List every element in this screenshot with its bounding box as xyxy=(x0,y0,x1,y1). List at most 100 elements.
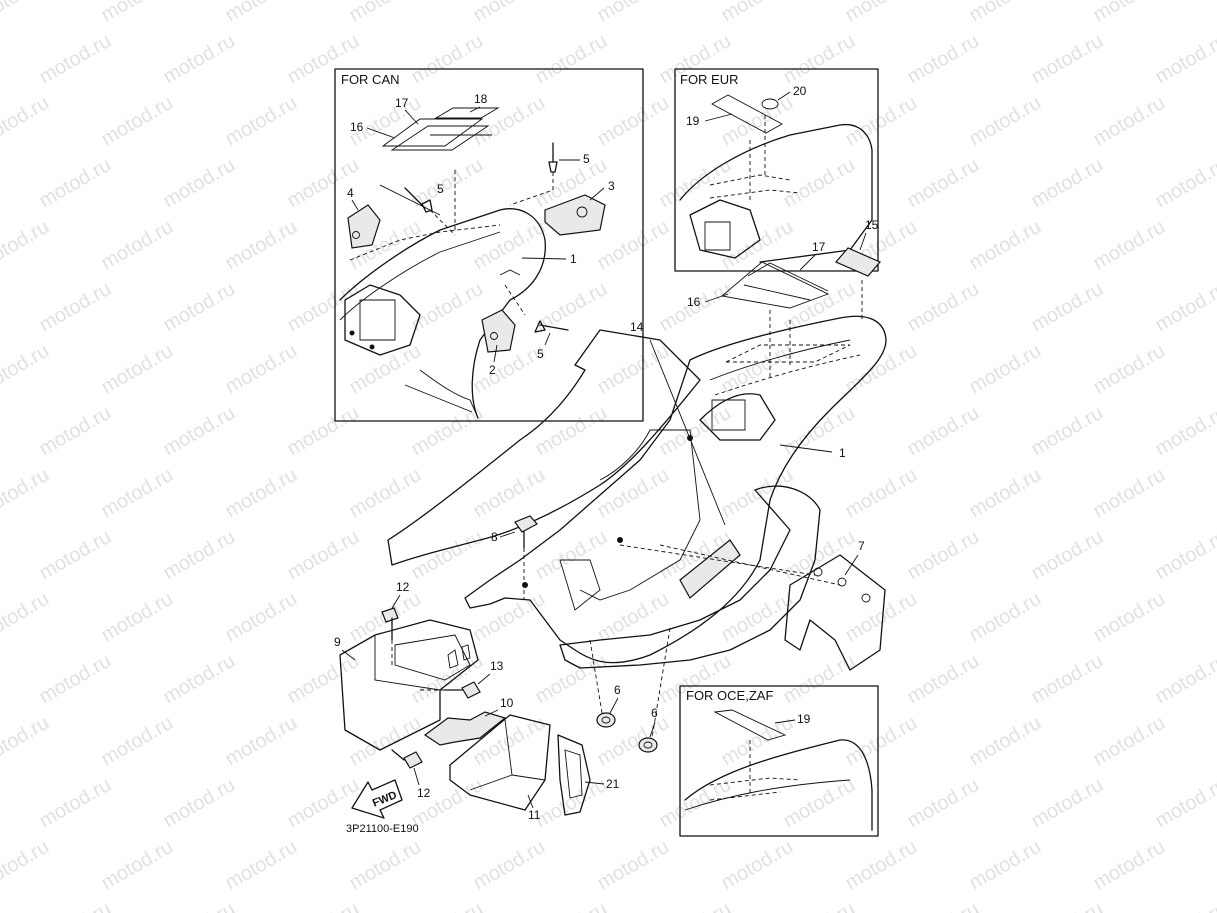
watermark-text: motod.ru xyxy=(222,216,301,275)
watermark-text: motod.ru xyxy=(532,650,611,709)
callout-17: 17 xyxy=(395,96,409,110)
watermark-text: motod.ru xyxy=(594,464,673,523)
callout-1: 1 xyxy=(839,446,846,460)
callout-16: 16 xyxy=(350,120,364,134)
watermark-text: motod.ru xyxy=(222,0,301,26)
watermark-text: motod.ru xyxy=(1214,92,1217,151)
watermark-text: motod.ru xyxy=(98,0,177,26)
rivet-icon xyxy=(404,187,433,213)
watermark-text: motod.ru xyxy=(966,340,1045,399)
watermark-text: motod.ru xyxy=(284,278,363,337)
watermark-text: motod.ru xyxy=(1090,340,1169,399)
watermark-text: motod.ru xyxy=(1214,836,1217,895)
watermark-text: motod.ru xyxy=(532,898,611,913)
watermark-text: motod.ru xyxy=(904,154,983,213)
strap-21 xyxy=(557,734,591,816)
watermark-text: motod.ru xyxy=(842,92,921,151)
watermark-text: motod.ru xyxy=(1152,650,1217,709)
watermark-text: motod.ru xyxy=(966,712,1045,771)
watermark-text: motod.ru xyxy=(1028,526,1107,585)
watermark-text: motod.ru xyxy=(284,898,363,913)
callout-20: 20 xyxy=(793,84,807,98)
watermark-text: motod.ru xyxy=(966,92,1045,151)
fender-logo xyxy=(679,539,741,599)
watermark-text: motod.ru xyxy=(470,588,549,647)
watermark-text: motod.ru xyxy=(842,712,921,771)
callout-9: 9 xyxy=(334,635,341,649)
watermark-text: motod.ru xyxy=(0,92,53,151)
watermark-text: motod.ru xyxy=(284,154,363,213)
plate-10 xyxy=(423,711,507,746)
watermark-text: motod.ru xyxy=(160,650,239,709)
watermark-text: motod.ru xyxy=(718,340,797,399)
callout-16: 16 xyxy=(687,295,701,309)
watermark-text: motod.ru xyxy=(160,526,239,585)
watermark-text: motod.ru xyxy=(1214,340,1217,399)
watermark-text: motod.ru xyxy=(346,340,425,399)
watermark-text: motod.ru xyxy=(1090,464,1169,523)
watermark-text: motod.ru xyxy=(780,402,859,461)
watermark-text: motod.ru xyxy=(594,92,673,151)
watermark-text: motod.ru xyxy=(780,650,859,709)
bolt-icon xyxy=(444,681,481,699)
callout-5: 5 xyxy=(437,182,444,196)
watermark-text: motod.ru xyxy=(36,898,115,913)
bolt-icon xyxy=(391,749,423,769)
rivet-icon xyxy=(548,142,558,173)
bolt-icon xyxy=(381,607,399,641)
watermark-text: motod.ru xyxy=(594,216,673,275)
watermark-text: motod.ru xyxy=(1028,402,1107,461)
watermark-text: motod.ru xyxy=(718,92,797,151)
decal-19 xyxy=(711,94,783,134)
watermark-text: motod.ru xyxy=(718,0,797,26)
callout-12: 12 xyxy=(396,580,410,594)
callout-19: 19 xyxy=(686,114,700,128)
watermark-text: motod.ru xyxy=(222,836,301,895)
main-assembly xyxy=(387,247,887,753)
watermark-text: motod.ru xyxy=(284,526,363,585)
watermark-text: motod.ru xyxy=(842,340,921,399)
callout-11: 11 xyxy=(528,808,541,822)
rivet-icon xyxy=(534,320,569,333)
callout-13: 13 xyxy=(490,659,504,673)
watermark-text: motod.ru xyxy=(842,0,921,26)
watermark-text: motod.ru xyxy=(408,774,487,833)
callout-19: 19 xyxy=(797,712,811,726)
watermark-text: motod.ru xyxy=(594,340,673,399)
watermark-text: motod.ru xyxy=(222,588,301,647)
watermark-text: motod.ru xyxy=(36,402,115,461)
callout-3: 3 xyxy=(608,179,615,193)
fwd-arrow-icon: FWD xyxy=(351,779,403,819)
watermark-text: motod.ru xyxy=(904,650,983,709)
callout-17: 17 xyxy=(812,240,826,254)
decal-16-17-main xyxy=(720,261,830,309)
watermark-text: motod.ru xyxy=(904,30,983,89)
callout-18: 18 xyxy=(474,92,488,106)
watermark-text: motod.ru xyxy=(160,30,239,89)
watermark-text: motod.ru xyxy=(532,526,611,585)
watermark-text: motod.ru xyxy=(780,30,859,89)
fwd-label: FWD xyxy=(371,789,399,810)
watermark-text: motod.ru xyxy=(1090,836,1169,895)
watermark-text: motod.ru xyxy=(36,154,115,213)
inset-title-oce: FOR OCE,ZAF xyxy=(686,688,773,703)
callout-5: 5 xyxy=(537,347,544,361)
watermark-text: motod.ru xyxy=(1214,464,1217,523)
watermark-text: motod.ru xyxy=(98,216,177,275)
watermark-text: motod.ru xyxy=(222,712,301,771)
watermark-text: motod.ru xyxy=(966,588,1045,647)
watermark-text: motod.ru xyxy=(1214,216,1217,275)
watermark-text: motod.ru xyxy=(594,836,673,895)
watermark-text: motod.ru xyxy=(1214,712,1217,771)
callout-6: 6 xyxy=(651,706,658,720)
watermark-text: motod.ru xyxy=(904,774,983,833)
watermark-text: motod.ru xyxy=(160,402,239,461)
watermark-text: motod.ru xyxy=(0,464,53,523)
watermark-text: motod.ru xyxy=(98,836,177,895)
callout-1: 1 xyxy=(570,252,577,266)
watermark-text: motod.ru xyxy=(98,92,177,151)
watermark-text: motod.ru xyxy=(0,340,53,399)
seat-eur xyxy=(679,123,873,263)
grommet-icon xyxy=(638,737,658,753)
